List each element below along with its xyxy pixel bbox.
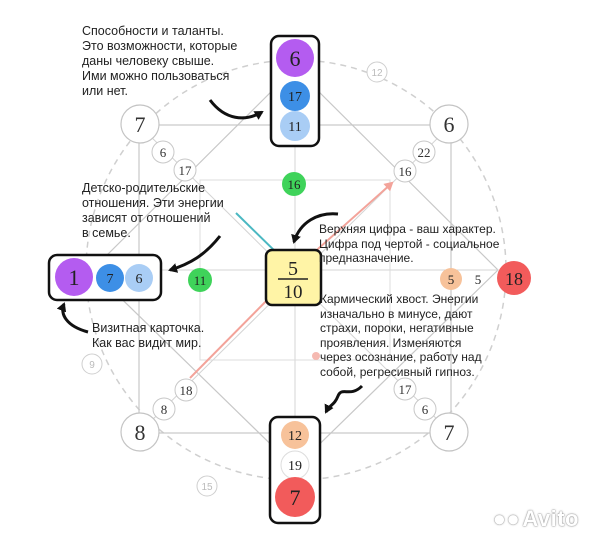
small-node-tr-a: 22 [412,140,436,164]
left-blue-label: 7 [107,272,114,287]
center-box [264,248,323,307]
bottom-peach-label: 12 [288,429,302,444]
small-node-tl-b: 17 [173,158,197,182]
corner-node-tl-label: 7 [135,112,146,137]
left-lightblue-node: 6 [125,264,153,292]
corner-node-br-label: 7 [444,420,455,445]
small-node-bl-b-label: 8 [161,402,168,417]
arrow-to-left-box [168,235,222,273]
center-bottom-label: 10 [284,282,303,303]
arrow-up-from-card [56,302,89,334]
small-node-bl-a: 18 [174,378,198,402]
small-node-br-b: 6 [413,397,437,421]
corner-node-br: 7 [429,412,469,452]
corner-node-tl: 7 [120,104,160,144]
bottom-mid-label: 19 [288,459,302,474]
left-blue-node: 7 [96,264,124,292]
right-plain-label: 5 [475,272,482,287]
right-peach-node: 5 [440,268,462,290]
green-node-left: 11 [188,268,212,292]
bottom-red-node: 7 [275,477,315,517]
arrow-to-top-box [208,99,264,120]
arrow-to-bottom-box [324,384,364,414]
corner-node-tr: 6 [429,104,469,144]
top-blue-node: 17 [280,81,310,111]
annotation-parents: Детско-родительские отношения. Эти энерг… [82,181,224,240]
small-node-br-b-label: 6 [422,402,429,417]
avito-watermark-text: Avito [522,506,579,531]
top-lightblue-label: 11 [288,120,301,135]
top-blue-label: 17 [288,90,302,105]
ring-node-top [366,61,388,83]
right-red-node: 18 [497,261,531,295]
green-node-top: 16 [282,172,306,196]
arrow-to-center-box [291,212,339,244]
avito-watermark: ●●Avito [493,506,579,532]
small-node-tl-a-label: 6 [160,145,167,160]
ring-node-left [81,353,103,375]
top-lightblue-node: 11 [280,111,310,141]
ring-node-left-label: 9 [89,360,95,371]
pink-arrow-line [309,181,394,257]
center-top-label: 5 [288,258,298,280]
small-node-bl-a-label: 18 [180,383,193,398]
green-node-left-label: 11 [194,273,207,288]
ring-node-bottom [196,475,218,497]
corner-node-tr-label: 6 [444,112,455,137]
small-node-br-a: 17 [393,377,417,401]
small-node-tl-b-label: 17 [179,163,193,178]
bottom-peach-node: 12 [281,421,309,449]
pink-dot [312,352,320,360]
small-node-tl-a: 6 [151,140,175,164]
annotation-character: Верхняя цифра - ваш характер. Цифра под … [319,222,500,265]
ring-node-bottom-label: 15 [201,482,213,493]
small-node-bl-b: 8 [152,397,176,421]
avito-logo-icon: ●● [492,506,521,531]
corner-node-bl-label: 8 [135,420,146,445]
small-node-tr-b-label: 16 [399,164,413,179]
top-violet-node: 6 [276,39,314,77]
green-node-top-label: 16 [288,177,302,192]
annotation-business-card: Визитная карточка. Как вас видит мир. [92,321,205,350]
left-violet-label: 1 [69,265,80,290]
left-violet-node: 1 [55,258,93,296]
ring-node-top-label: 12 [371,68,383,79]
bottom-mid-node: 19 [280,450,310,480]
small-node-tr-b: 16 [393,159,417,183]
small-node-br-a-label: 17 [399,382,413,397]
small-node-tr-a-label: 22 [418,145,431,160]
left-lightblue-label: 6 [136,272,143,287]
right-red-label: 18 [505,269,523,289]
annotation-karma: Кармический хвост. Энергии изначально в … [320,292,482,379]
corner-node-bl: 8 [120,412,160,452]
bottom-red-label: 7 [290,485,301,510]
annotation-abilities: Способности и таланты. Это возможности, … [82,24,238,98]
top-violet-label: 6 [290,46,301,71]
right-peach-label: 5 [448,272,455,287]
